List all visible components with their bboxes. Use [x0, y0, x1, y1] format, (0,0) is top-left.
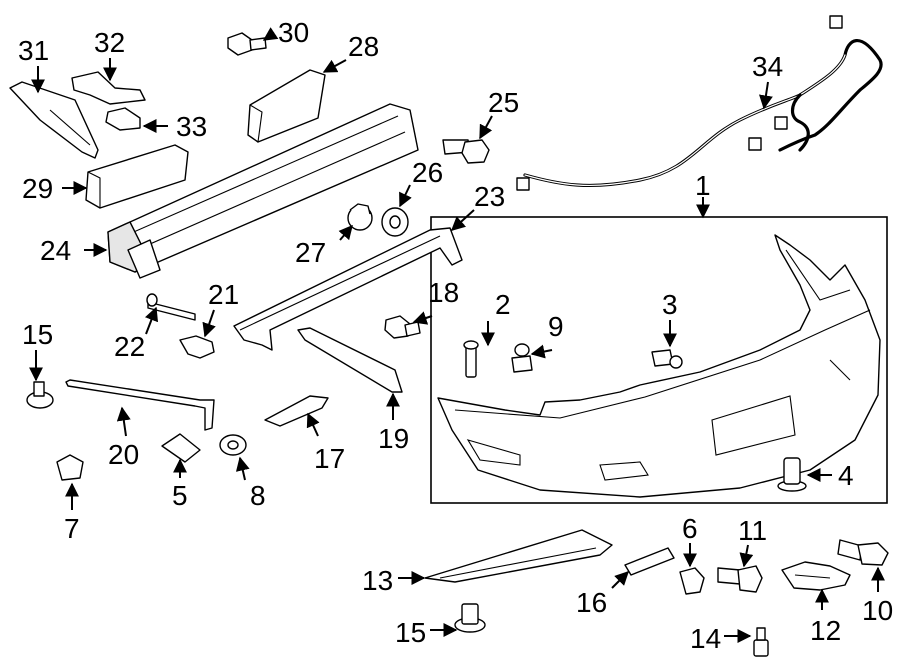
callout-15-lower: 15 — [395, 617, 426, 648]
callout-30: 30 — [278, 17, 309, 48]
callout-32: 32 — [94, 27, 125, 58]
callout-9: 9 — [548, 311, 564, 342]
callout-12: 12 — [810, 615, 841, 646]
nut-6 — [679, 567, 705, 595]
callout-33: 33 — [176, 111, 207, 142]
callout-14: 14 — [690, 623, 721, 654]
callout-29: 29 — [22, 173, 53, 204]
callout-20: 20 — [108, 439, 139, 470]
clip-15-lower — [454, 603, 486, 633]
upper-rail-23 — [233, 227, 463, 351]
callout-24: 24 — [40, 235, 71, 266]
callout-23: 23 — [474, 181, 505, 212]
bolt-11 — [717, 565, 763, 593]
callout-8: 8 — [250, 480, 266, 511]
bumper-cover-part — [437, 234, 881, 498]
bolt-3 — [651, 349, 683, 369]
grommet-27 — [347, 203, 373, 231]
bracket-32 — [71, 71, 146, 105]
bracket-5 — [161, 433, 201, 463]
bolt-10 — [837, 539, 889, 566]
push-pin-2 — [463, 340, 479, 378]
callout-11: 11 — [738, 515, 767, 546]
absorber-28 — [247, 69, 326, 143]
bolt-30 — [227, 32, 267, 56]
bracket-17 — [264, 395, 329, 427]
callout-10: 10 — [862, 595, 893, 626]
callout-18: 18 — [428, 277, 459, 308]
callout-19: 19 — [378, 423, 409, 454]
clip-4 — [777, 457, 807, 492]
reflector-13 — [424, 529, 613, 583]
clip-15-upper — [26, 381, 54, 409]
callout-3: 3 — [662, 289, 678, 320]
callout-34: 34 — [752, 51, 783, 82]
clip-33 — [105, 107, 141, 131]
bracket-31 — [9, 81, 99, 159]
callout-27: 27 — [295, 237, 326, 268]
callout-1: 1 — [695, 170, 711, 201]
nut-8 — [219, 434, 247, 456]
rivet-22 — [146, 293, 196, 321]
absorber-29 — [85, 144, 189, 209]
callout-31: 31 — [18, 35, 49, 66]
leader-lines — [29, 27, 885, 643]
bumper-cover-group-box — [430, 216, 888, 504]
callout-2: 2 — [495, 289, 511, 320]
wire-harness-34 — [516, 15, 883, 191]
bolt-18 — [384, 315, 421, 339]
molding-20 — [65, 379, 215, 431]
callout-22: 22 — [114, 331, 145, 362]
clip-7 — [56, 454, 84, 481]
callout-7: 7 — [64, 513, 80, 544]
callout-6: 6 — [682, 513, 698, 544]
bolt-14 — [753, 627, 769, 657]
callout-21: 21 — [208, 279, 239, 310]
callout-26: 26 — [412, 157, 443, 188]
callout-13: 13 — [362, 565, 393, 596]
callout-28: 28 — [348, 31, 379, 62]
callout-25: 25 — [488, 87, 519, 118]
callout-labels: 1 2 3 4 5 6 7 8 9 10 11 12 13 14 15 15 1… — [18, 17, 893, 654]
impact-bar-24 — [107, 103, 419, 279]
callout-15-upper: 15 — [22, 319, 53, 350]
callout-17: 17 — [314, 443, 345, 474]
label-16 — [624, 547, 675, 576]
bolt-9 — [511, 343, 533, 373]
callout-16: 16 — [576, 587, 607, 618]
retainer-21 — [179, 335, 215, 359]
bracket-19 — [297, 327, 403, 393]
bracket-12 — [781, 561, 851, 591]
callout-4: 4 — [838, 460, 854, 491]
bolt-25 — [442, 139, 490, 164]
callout-5: 5 — [172, 480, 188, 511]
nut-26 — [381, 207, 409, 237]
